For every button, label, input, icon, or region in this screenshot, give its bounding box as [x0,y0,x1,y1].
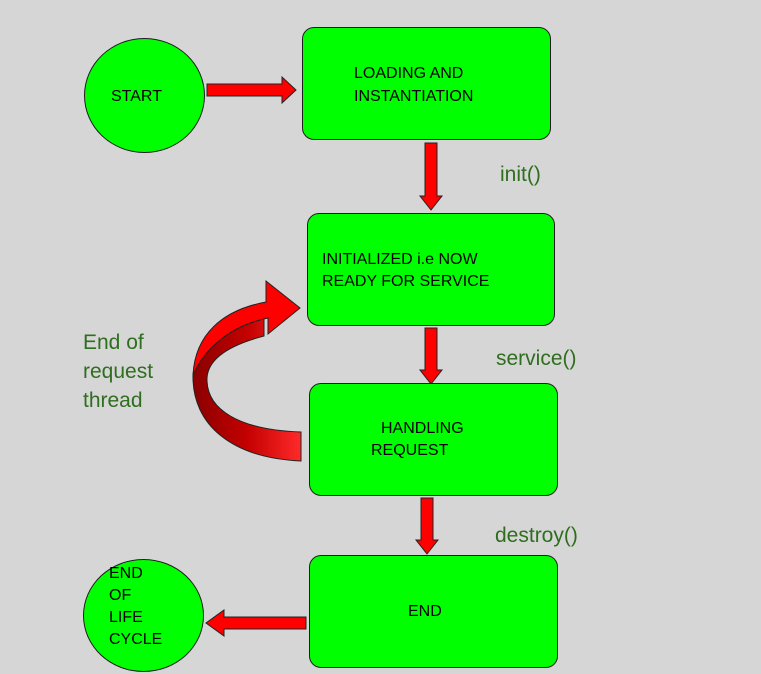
end-of-life-label-line-1: END [109,565,143,582]
loading-node-label-line-2: INSTANTIATION [354,88,474,105]
end-of-life-cycle-node: END OF LIFE CYCLE [83,559,204,672]
initialized-node: INITIALIZED i.e NOW READY FOR SERVICE [307,213,555,326]
initialized-node-label-line-2: READY FOR SERVICE [322,273,490,290]
service-method-label: service() [496,347,577,370]
loop-label-line-1: End of [83,331,144,354]
arrow-handling-to-end [414,497,440,555]
loop-arrow-handling-to-initialized [192,279,302,462]
handling-node-label-line-2: REQUEST [371,442,449,459]
loop-label-line-2: request [83,360,154,383]
start-node: START [84,38,205,153]
end-of-request-thread-label: End of request thread [83,328,153,415]
start-node-label: START [111,88,162,105]
arrow-loading-to-initialized [418,142,444,211]
loading-instantiation-node: LOADING AND INSTANTIATION [302,27,551,140]
end-node: END [309,555,558,668]
init-method-label: init() [500,163,541,186]
end-of-life-label-line-4: CYCLE [109,631,163,648]
arrow-start-to-loading [206,75,297,105]
end-of-life-label-line-2: OF [109,587,132,604]
arrow-initialized-to-handling [418,327,444,385]
end-node-label: END [408,603,442,620]
loop-label-line-3: thread [83,389,143,412]
loading-node-label-line-1: LOADING AND [354,65,464,82]
handling-request-node: HANDLING REQUEST [309,383,558,496]
initialized-node-label-line-1: INITIALIZED i.e NOW [322,251,478,268]
handling-node-label-line-1: HANDLING [381,420,464,437]
end-of-life-label-line-3: LIFE [109,609,143,626]
destroy-method-label: destroy() [495,524,578,547]
arrow-end-to-end-of-life [205,609,307,637]
